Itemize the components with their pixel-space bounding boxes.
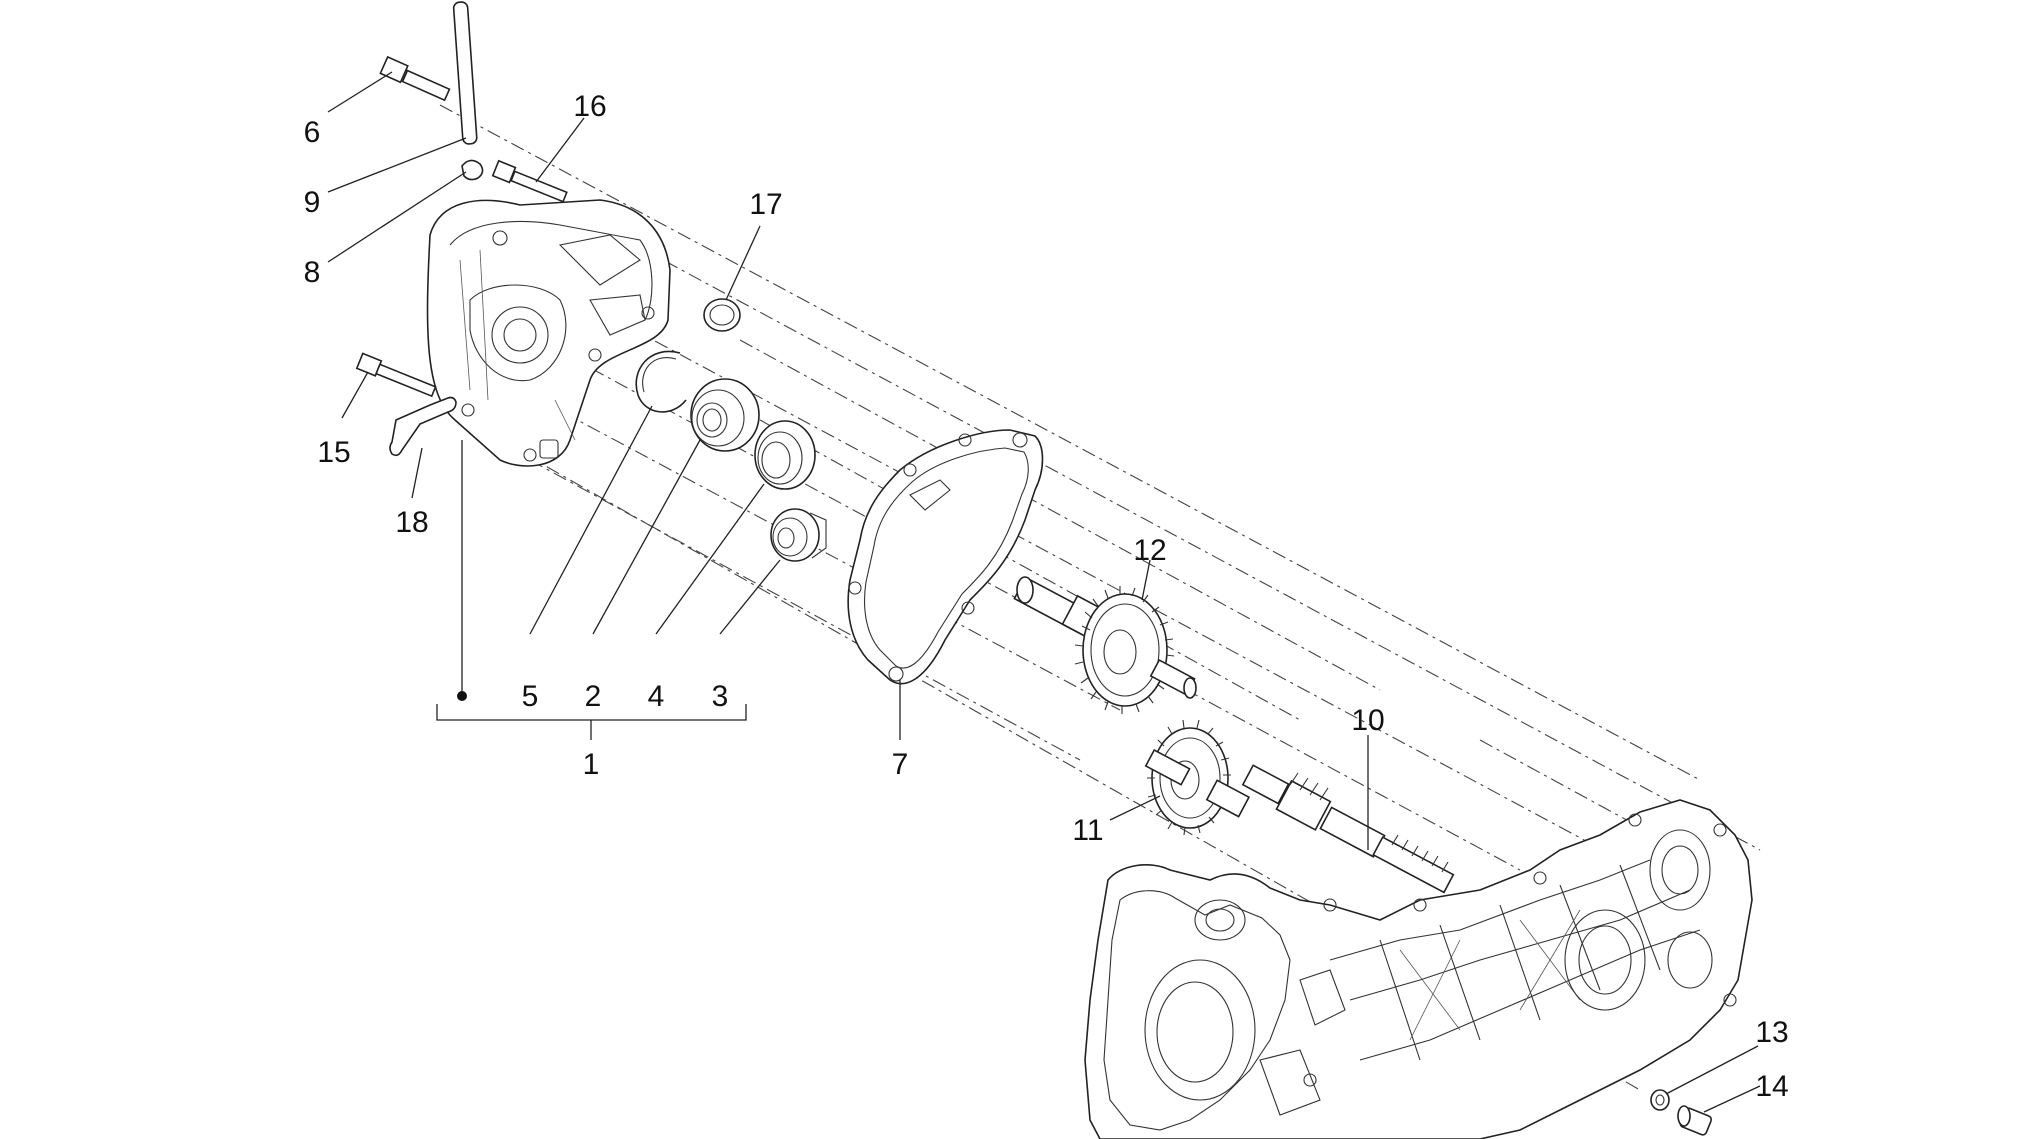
callout-18: 18 xyxy=(395,506,428,539)
callout-15: 15 xyxy=(317,436,350,469)
shaft-part-10 xyxy=(1241,764,1455,894)
callout-5: 5 xyxy=(522,680,539,713)
washer-part-13 xyxy=(1650,1089,1670,1111)
bearing-part-2 xyxy=(690,378,760,452)
callout-3: 3 xyxy=(712,680,729,713)
callout-6: 6 xyxy=(304,116,321,149)
gear-part-11 xyxy=(1144,719,1251,836)
callout-8: 8 xyxy=(304,256,321,289)
callout-17: 17 xyxy=(749,188,782,221)
callout-14: 14 xyxy=(1755,1070,1788,1103)
clip-part-8 xyxy=(461,159,484,181)
bracket-part-18 xyxy=(389,396,457,457)
bolt-part-16 xyxy=(491,159,568,203)
assembly-bracket xyxy=(436,440,747,740)
crankcase xyxy=(1084,799,1753,1139)
gear-shaft-part-12 xyxy=(1013,576,1197,714)
callout-13: 13 xyxy=(1755,1016,1788,1049)
callout-2: 2 xyxy=(585,680,602,713)
drain-plug-part-14 xyxy=(1677,1105,1713,1136)
leader-lines xyxy=(327,71,1761,1113)
callout-12: 12 xyxy=(1133,534,1166,567)
callout-1: 1 xyxy=(583,748,600,781)
bolt-part-6 xyxy=(379,55,451,102)
bolt-part-15 xyxy=(355,352,437,398)
cover-housing xyxy=(426,199,671,467)
gasket-part-7 xyxy=(847,429,1044,685)
callout-labels: 6 9 8 16 17 15 18 5 2 4 3 1 7 12 11 10 1… xyxy=(304,90,1789,1103)
callout-9: 9 xyxy=(304,186,321,219)
oil-seal-part-4 xyxy=(754,420,816,490)
bearing-part-3 xyxy=(770,508,827,562)
snap-ring-part-5 xyxy=(635,350,687,413)
rod-part-9 xyxy=(452,1,478,145)
plug-part-17 xyxy=(703,298,741,332)
callout-7: 7 xyxy=(892,748,909,781)
callout-11: 11 xyxy=(1072,814,1103,847)
callout-4: 4 xyxy=(648,680,665,713)
callout-16: 16 xyxy=(573,90,606,123)
callout-10: 10 xyxy=(1351,704,1384,737)
